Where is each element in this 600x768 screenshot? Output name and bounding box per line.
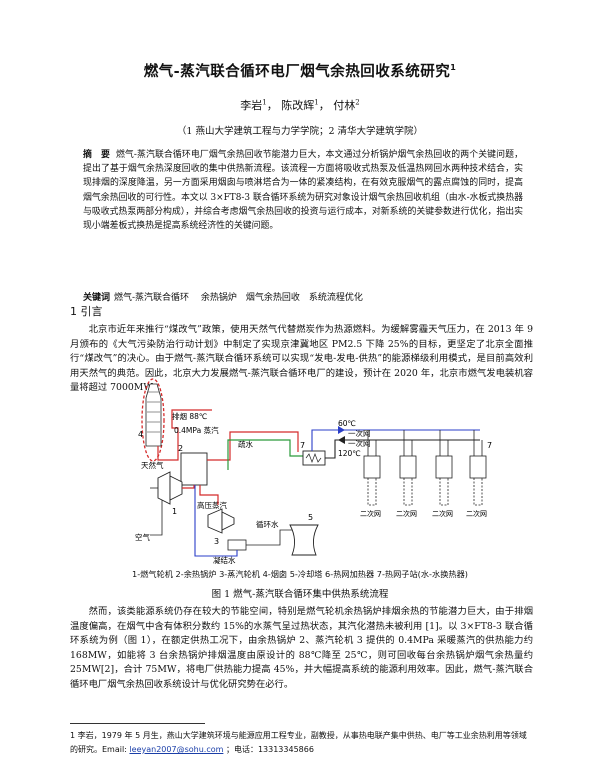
- substation-exchanger: [469, 455, 487, 479]
- author-affil-mark: 1: [262, 98, 267, 107]
- flow-arrow: [338, 426, 345, 434]
- gas-exhaust-line: [182, 485, 195, 489]
- title-text: 燃气-蒸汽联合循环电厂烟气余热回收系统研究: [143, 64, 451, 80]
- footnote-phone: ；电话：13313345866: [223, 745, 314, 754]
- author-name: 李岩: [240, 99, 263, 112]
- gas-label: 天然气: [141, 460, 164, 470]
- hrsg-box: [180, 452, 208, 486]
- exhaust-label: 排烟 88℃: [172, 411, 207, 421]
- air-label: 空气: [135, 532, 150, 542]
- diagram-number-label: 7: [300, 441, 305, 450]
- condensate-pipe: [194, 485, 238, 557]
- air-intake: [150, 500, 163, 536]
- substation-group: 7 二次网 二次网 二次网 二次网: [360, 430, 492, 518]
- substation-exchanger: [399, 455, 417, 479]
- affiliations: （1 燕山大学建筑工程与力学学院；2 清华大学建筑学院）: [176, 126, 424, 137]
- diagram-number-label: 4: [138, 430, 143, 439]
- author-name: 付林: [333, 99, 356, 112]
- condensate-label: 凝结水: [213, 555, 236, 565]
- gas-turbine: [157, 471, 171, 505]
- secondary-net-label: 二次网: [396, 509, 417, 518]
- steam-turbine: [221, 511, 235, 531]
- footnote-rule: [70, 723, 205, 724]
- email-link[interactable]: leeyan2007@sohu.com: [129, 745, 224, 754]
- footnote-text: 1 李岩，1979 年 5 月生，燕山大学建筑环境与能源应用工程专业，副教授，从…: [70, 731, 527, 754]
- keywords: 关键词燃气-蒸汽联合循环 余热锅炉 烟气余热回收 系统流程优化: [83, 290, 523, 303]
- secondary-net-label: 二次网: [360, 509, 381, 518]
- drain-label: 疏水: [238, 439, 253, 449]
- figure-caption: 图 1 燃气-蒸汽联合循环集中供热系统流程: [211, 589, 389, 600]
- author-name: 陈改辉: [281, 99, 315, 112]
- drain-pipe: [227, 439, 305, 470]
- diagram-number-label: 5: [308, 513, 313, 522]
- cooling-water-pipe: [246, 529, 296, 546]
- body-paragraph: 然而，该类能源系统仍存在较大的节能空间，特别是燃气轮机余热锅炉排烟余热的节能潜力…: [70, 606, 533, 690]
- hp-steam-label: 高压蒸汽: [197, 500, 227, 510]
- condenser: [227, 539, 247, 551]
- gas-turbine: [169, 475, 183, 501]
- return-temp-label: 60℃: [338, 419, 356, 428]
- abstract-label: 摘 要: [83, 150, 110, 160]
- steam-label: 0.4MPa 蒸汽: [174, 425, 219, 435]
- substation-exchanger: [363, 455, 381, 479]
- figure-legend: 1-燃气轮机 2-余热锅炉 3-蒸汽轮机 4-烟囱 5-冷却塔 6-热网加热器 …: [132, 569, 468, 579]
- steam-pipe: [207, 431, 299, 461]
- body-paragraph: 北京市近年来推行“煤改气”政策，使用天然气代替燃炭作为热源燃料。为缓解雾霾天气压…: [70, 324, 533, 394]
- footnote: 1 李岩，1979 年 5 月生，燕山大学建筑环境与能源应用工程专业，副教授，从…: [70, 729, 533, 757]
- keywords-text: 燃气-蒸汽联合循环 余热锅炉 烟气余热回收 系统流程优化: [114, 293, 363, 303]
- diagram-number-label: 7: [487, 441, 492, 450]
- secondary-net-loop: [367, 478, 483, 506]
- secondary-net-label: 二次网: [466, 509, 487, 518]
- author-list: 李岩1， 陈改辉1， 付林2: [240, 98, 360, 112]
- paper-title: 燃气-蒸汽联合循环电厂烟气余热回收系统研究1: [0, 60, 600, 81]
- chimney-outline: [141, 378, 165, 462]
- author-affil-mark: 1: [314, 98, 319, 107]
- primary-return-line: [311, 429, 480, 451]
- return-net-label: 一次网: [348, 428, 371, 438]
- supply-net-label: 一次网: [348, 438, 371, 448]
- substation-exchanger: [435, 455, 453, 479]
- cooling-water-label: 循环水: [256, 519, 279, 529]
- supply-temp-label: 120℃: [338, 449, 361, 458]
- exhaust-pipe: [157, 409, 212, 461]
- secondary-net-label: 二次网: [432, 509, 453, 518]
- abstract: 摘 要燃气-蒸汽联合循环电厂烟气余热回收节能潜力巨大，本文通过分析锅炉烟气余热回…: [83, 148, 523, 233]
- diagram-number-label: 2: [178, 444, 183, 453]
- heater-coil: [305, 453, 322, 463]
- primary-supply-line: [325, 439, 480, 459]
- hp-steam-pipe: [199, 485, 219, 505]
- cooling-tower: [289, 524, 319, 556]
- chimney-body: [145, 383, 162, 447]
- keywords-label: 关键词: [83, 293, 111, 303]
- diagram-number-label: 1: [172, 507, 177, 516]
- diagram-number-label: 3: [214, 537, 219, 546]
- title-footnote-mark: 1: [450, 63, 457, 73]
- author-affil-mark: 2: [355, 98, 360, 107]
- steam-turbine: [207, 508, 223, 534]
- flow-arrow: [338, 436, 345, 444]
- substation-tap: [367, 430, 483, 456]
- section-heading: 1 引言: [70, 305, 103, 318]
- abstract-text: 燃气-蒸汽联合循环电厂烟气余热回收节能潜力巨大，本文通过分析锅炉烟气余热回收的两…: [83, 150, 523, 232]
